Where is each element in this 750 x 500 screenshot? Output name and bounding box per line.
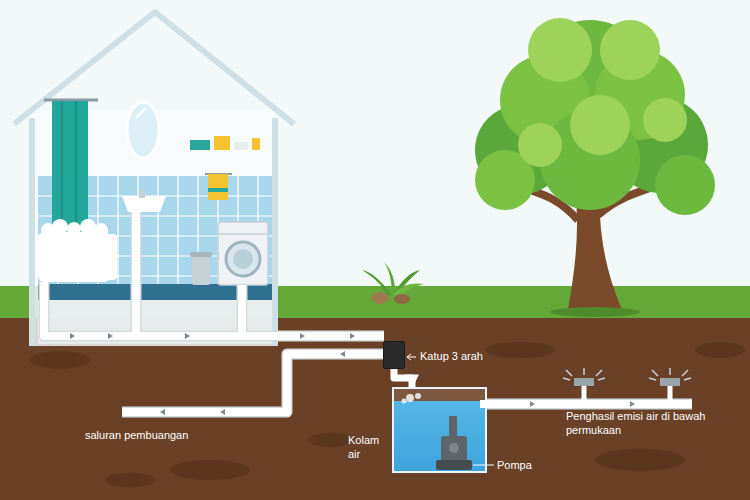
flow-arrows-part [108, 333, 113, 339]
pipe-through-tank-part [480, 400, 488, 408]
flow-arrows-part [160, 409, 165, 415]
flow-arrows-part [220, 409, 225, 415]
plant-part [394, 294, 410, 304]
bathroom-fixtures-part [190, 140, 210, 150]
flow-arrows-part [350, 333, 355, 339]
water-splash-part [402, 399, 407, 404]
part-label: Penghasil emisi air di bawah permukaan [566, 409, 716, 437]
water-splash-part [415, 393, 421, 399]
sprinklers-part [574, 378, 594, 386]
sprinklers-part-part [563, 368, 605, 380]
pipes-part [44, 212, 384, 336]
tree-part [518, 123, 562, 167]
sprinklers-part [660, 378, 680, 386]
tree-part [550, 307, 640, 317]
bathroom-fixtures-part [218, 233, 268, 235]
flow-arrows-part [630, 401, 635, 407]
plant [362, 262, 424, 304]
node-text: Katup 3 arah [420, 349, 483, 363]
bathroom-fixtures-part [192, 255, 210, 285]
bathroom-fixtures [38, 100, 268, 285]
pump-leader [473, 465, 494, 466]
pipe-label: saluran pembuangan [85, 428, 188, 442]
pipes-part [487, 400, 692, 408]
water-tank: Kolam air [392, 387, 487, 473]
pump-part [441, 436, 467, 462]
bathroom-fixtures-part [208, 174, 228, 200]
soil-spots-part [485, 342, 555, 358]
bathroom-fixtures-part-part [80, 219, 96, 235]
bathroom-fixtures-part [122, 196, 166, 212]
bathroom-fixtures-part [218, 222, 268, 285]
pipes-part [122, 354, 384, 412]
pump [436, 416, 472, 470]
bathroom-fixtures-part [234, 142, 248, 150]
plant-part [371, 292, 389, 304]
pipes [44, 212, 692, 412]
soil-spots [30, 342, 745, 487]
tree [475, 18, 715, 317]
water-splash [402, 393, 422, 404]
soil-spots-part [308, 433, 352, 447]
tree-part [528, 18, 592, 82]
flow-arrows-part [70, 333, 75, 339]
soil-spots-part [170, 460, 250, 480]
tree-part [655, 155, 715, 215]
bathroom-fixtures-part [95, 234, 117, 280]
flow-arrows-part [340, 351, 345, 357]
pipes-part [584, 386, 670, 404]
tree-part [570, 95, 630, 155]
soil-spots-part [30, 351, 90, 369]
pump-part [449, 416, 457, 438]
tree-part [643, 98, 687, 142]
sprinklers-part-part [649, 368, 691, 380]
pump-part [449, 443, 459, 453]
tree-part [600, 20, 660, 80]
bathroom-fixtures-part [127, 102, 159, 158]
flow-arrows-part [185, 333, 190, 339]
pipes-part [44, 212, 384, 336]
flow-arrows-part [300, 333, 305, 339]
sprinklers-part [563, 368, 691, 380]
water-splash-part [406, 394, 414, 402]
bathroom-fixtures-part [233, 249, 253, 269]
sprinklers [563, 368, 691, 386]
bathroom-fixtures-part-part [67, 222, 81, 236]
soil-spots-part [595, 449, 685, 471]
pipes-part [122, 354, 384, 412]
bathroom-fixtures-part [52, 101, 88, 233]
bathroom-fixtures-part [139, 190, 145, 198]
soil-spots-part [105, 473, 155, 487]
flow-arrows-part [530, 401, 535, 407]
bathroom-fixtures-part [62, 101, 76, 233]
pipe-connector [394, 369, 412, 387]
pipe-through-tank [480, 404, 488, 405]
pipes-part [487, 399, 692, 410]
valve-box: Katup 3 arah [383, 341, 405, 369]
soil-spots-part [695, 342, 745, 358]
flow-arrows [70, 333, 635, 415]
leader-lines [407, 354, 494, 465]
bathroom-fixtures-part [214, 136, 230, 150]
bathroom-fixtures-part [226, 242, 260, 276]
bathroom-fixtures-part [190, 252, 212, 257]
pump-part [436, 460, 472, 470]
house [14, 12, 294, 346]
part-label: Pompa [497, 458, 532, 472]
plant-part [384, 262, 395, 296]
bathroom-fixtures-part [252, 138, 260, 150]
node-text: Kolam air [348, 433, 384, 461]
valve-leader-head [407, 354, 411, 360]
bathroom-fixtures-part-part [52, 219, 68, 235]
bathroom-fixtures-part [136, 108, 146, 118]
valve-leader [408, 357, 416, 358]
plant-part [362, 270, 392, 296]
bathroom-fixtures-part [208, 188, 228, 192]
